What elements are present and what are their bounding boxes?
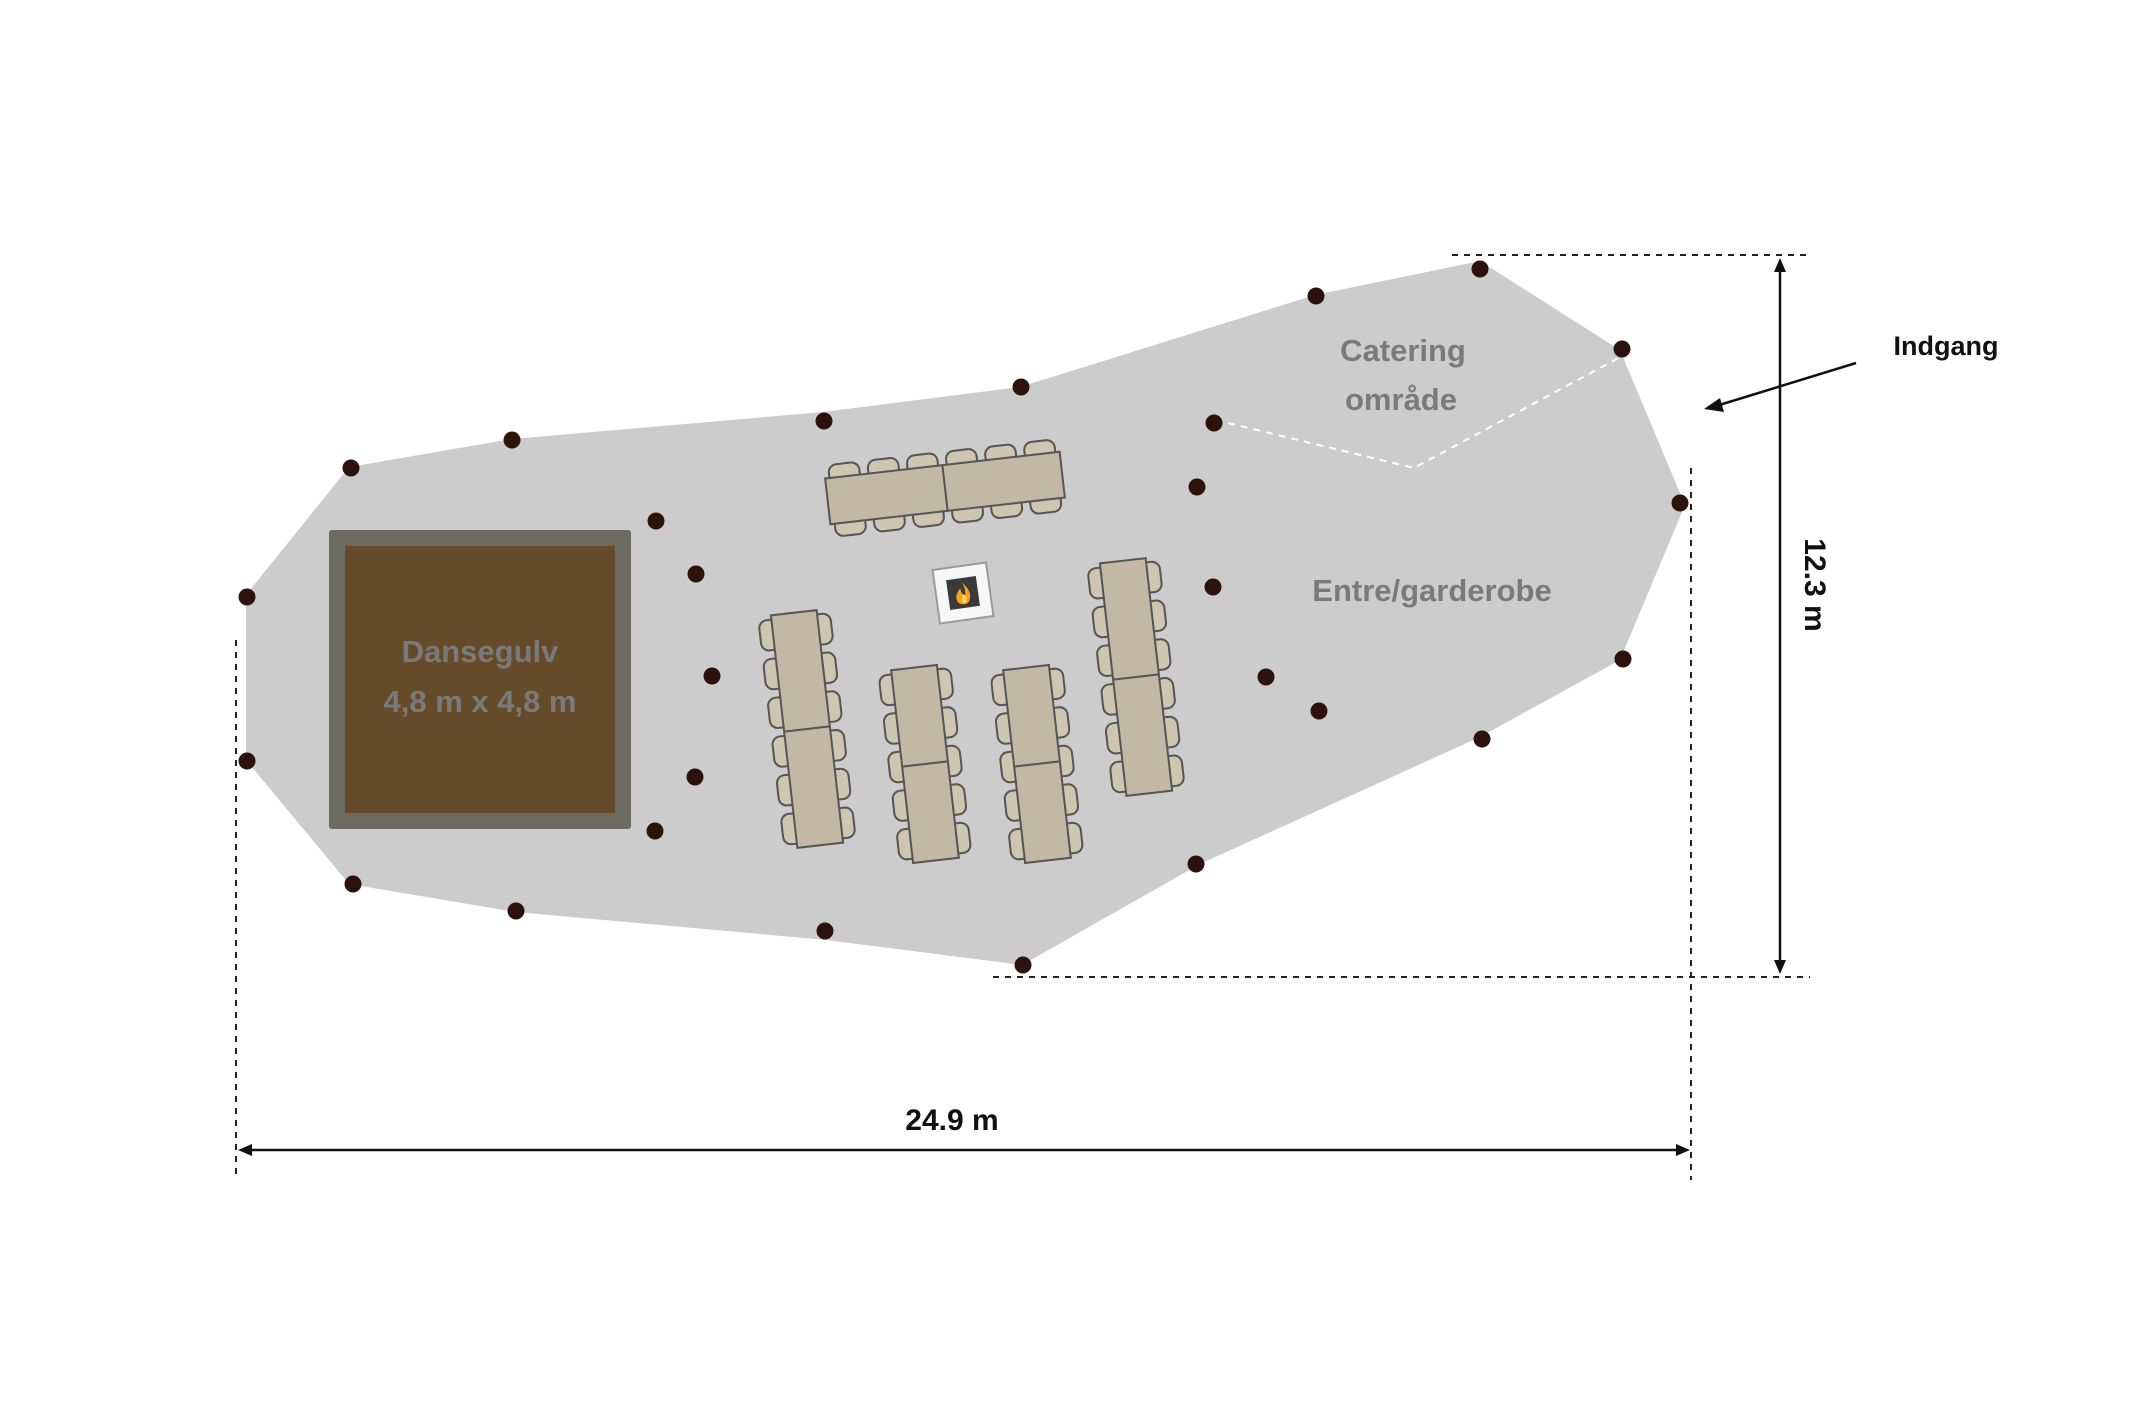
depth-dimension-label: 12.3 m <box>1798 538 1831 631</box>
tent-pole <box>1012 378 1030 396</box>
table-seam <box>902 760 948 768</box>
entrance-label: Indgang <box>1894 331 1999 361</box>
catering-label-line1: Catering <box>1340 333 1466 368</box>
catering-label-line2: område <box>1345 382 1457 417</box>
dance-floor-size: 4,8 m x 4,8 m <box>383 684 576 719</box>
tent-pole <box>816 922 834 940</box>
tent-pole <box>1187 855 1205 873</box>
tent-pole <box>1471 260 1489 278</box>
tent-pole <box>503 431 521 449</box>
tent-pole <box>647 512 665 530</box>
fireplace <box>931 561 995 625</box>
width-dimension: 24.9 m <box>235 468 1692 1180</box>
tent-pole <box>1205 414 1223 432</box>
tent-pole <box>238 588 256 606</box>
tent-pole <box>815 412 833 430</box>
table-seam <box>784 725 830 733</box>
table-seam <box>941 465 949 511</box>
tent-pole <box>1671 494 1689 512</box>
banquet-table <box>1087 557 1185 797</box>
tent-pole <box>646 822 664 840</box>
tent-pole <box>344 875 362 893</box>
banquet-table <box>758 609 856 849</box>
fire-icon <box>956 582 971 605</box>
tent-pole <box>686 768 704 786</box>
tent-pole <box>703 667 721 685</box>
tables-group <box>758 439 1185 865</box>
tent-pole <box>1613 340 1631 358</box>
table-seam <box>1113 673 1159 681</box>
dance-floor: Dansegulv 4,8 m x 4,8 m <box>329 530 631 829</box>
tent-pole <box>1310 702 1328 720</box>
tent-pole <box>238 752 256 770</box>
tent-pole <box>1257 668 1275 686</box>
banquet-table <box>990 663 1084 865</box>
tent-pole <box>1014 956 1032 974</box>
tent-pole <box>1473 730 1491 748</box>
dance-floor-title: Dansegulv <box>402 634 560 669</box>
tent-pole <box>687 565 705 583</box>
banquet-table <box>878 663 972 865</box>
depth-dimension: 12.3 m <box>993 254 1831 978</box>
tent-poles <box>238 260 1689 974</box>
tent-pole <box>342 459 360 477</box>
tent-pole <box>507 902 525 920</box>
tent-pole <box>1307 287 1325 305</box>
entrance-area-label: Entre/garderobe <box>1312 573 1551 608</box>
entrance-indicator: Indgang <box>1704 331 1998 412</box>
banquet-table <box>824 439 1066 537</box>
width-dimension-label: 24.9 m <box>905 1104 998 1137</box>
tent-pole <box>1188 478 1206 496</box>
tent-pole <box>1614 650 1632 668</box>
tent-pole <box>1204 578 1222 596</box>
catering-divider <box>1227 353 1627 470</box>
table-seam <box>1014 760 1060 768</box>
